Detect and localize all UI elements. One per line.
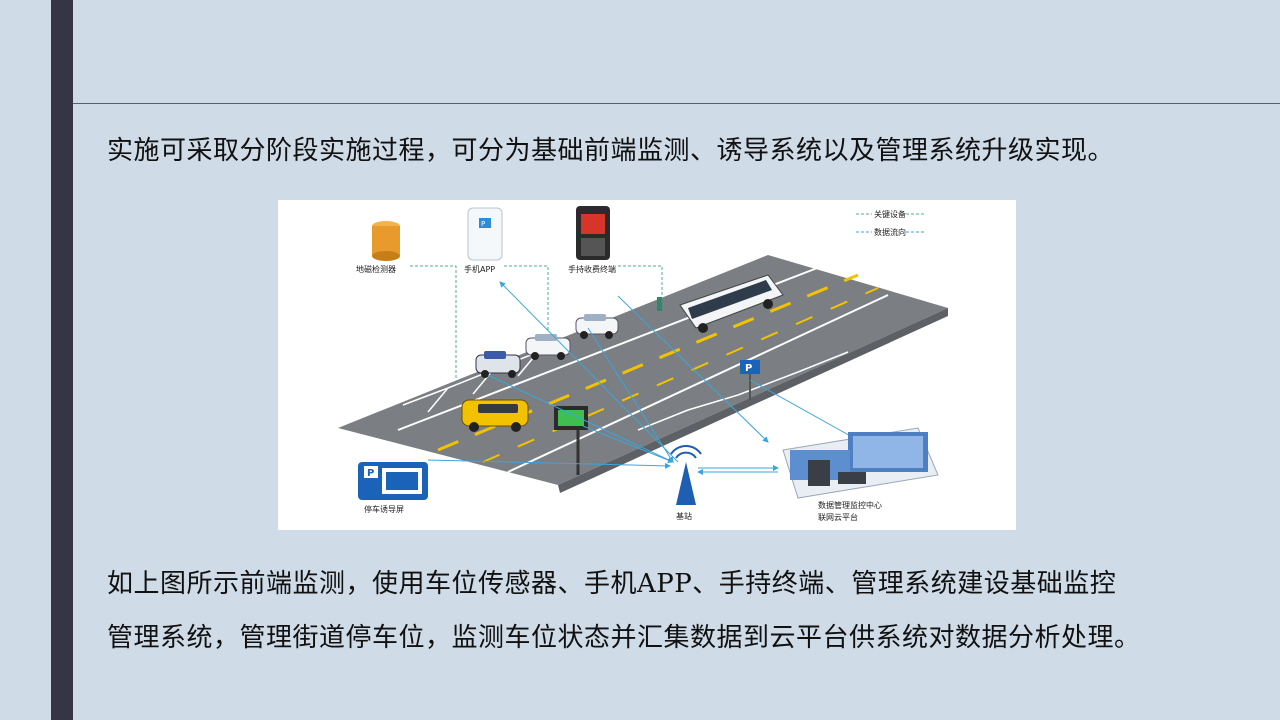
- data-center-label: 数据管理监控中心: [818, 500, 882, 510]
- base-station-icon: [671, 446, 701, 505]
- caption-line-1: 如上图所示前端监测，使用车位传感器、手机APP、手持终端、管理系统建设基础监控: [107, 563, 1116, 600]
- data-center-icon: [783, 428, 938, 498]
- svg-text:P: P: [481, 220, 485, 228]
- mobile-app-icon: [468, 208, 502, 260]
- geomagnetic-detector-icon: [372, 221, 400, 261]
- parking-sign-letter: P: [745, 363, 752, 374]
- svg-text:P: P: [367, 468, 374, 479]
- geomagnetic-detector-label: 地磁检测器: [356, 264, 396, 274]
- mobile-app-label: 手机APP: [464, 264, 495, 274]
- intro-paragraph: 实施可采取分阶段实施过程，可分为基础前端监测、诱导系统以及管理系统升级实现。: [107, 130, 1114, 167]
- base-station-label: 基站: [676, 511, 692, 521]
- handheld-terminal-icon: [576, 206, 610, 260]
- caption-line-2: 管理系统，管理街道停车位，监测车位状态并汇集数据到云平台供系统对数据分析处理。: [107, 617, 1141, 654]
- legend-key-device: 关键设备: [874, 209, 906, 219]
- left-accent-bar: [51, 0, 73, 720]
- pedestrian: [657, 297, 662, 311]
- legend: 关键设备 数据流向: [856, 209, 924, 237]
- cloud-platform-label: 联网云平台: [818, 512, 858, 522]
- parking-guidance-screen-label: 停车诱导屏: [364, 504, 404, 514]
- header-divider: [73, 103, 1280, 104]
- handheld-terminal-label: 手持收费终端: [568, 264, 616, 274]
- parking-system-diagram: P 地磁检测器 P 手机APP 手持收费终端 关键设备: [278, 200, 1016, 530]
- legend-data-flow: 数据流向: [874, 227, 906, 237]
